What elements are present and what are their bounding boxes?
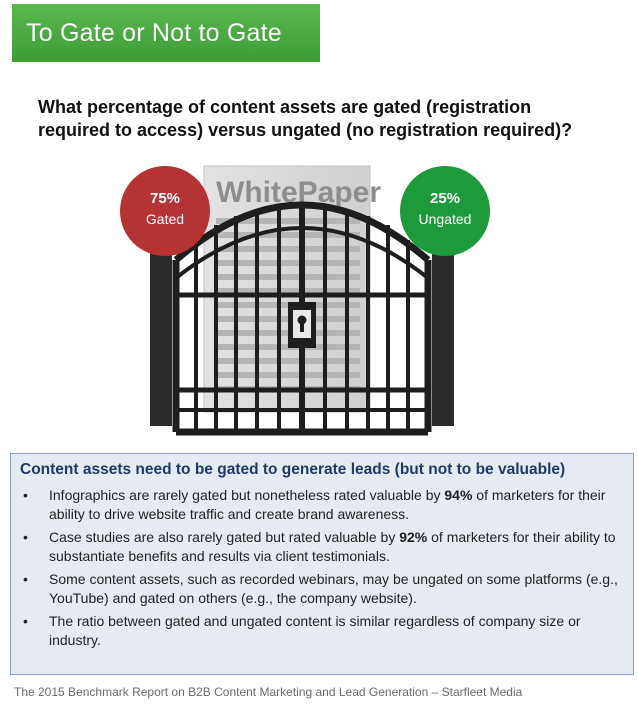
question-heading: What percentage of content assets are ga… [38, 96, 608, 142]
insight-item: • The ratio between gated and ungated co… [11, 612, 633, 650]
insight-text: Infographics are rarely gated but noneth… [49, 487, 445, 503]
ungated-stat-badge: 25% Ungated [400, 166, 490, 256]
gate-illustration: WhitePaper [150, 165, 454, 436]
page-title: To Gate or Not to Gate [26, 19, 282, 47]
gated-label: Gated [145, 211, 185, 227]
bullet-point: • [23, 571, 28, 587]
gate-post-right [432, 246, 454, 426]
insight-highlight: 92% [399, 529, 428, 545]
insight-text: Some content assets, such as recorded we… [49, 571, 618, 606]
insight-text: The ratio between gated and ungated cont… [49, 613, 581, 648]
insights-list: • Infographics are rarely gated but none… [11, 486, 633, 654]
insight-text-end: of marketers for their ability to substa… [49, 529, 616, 564]
insight-text: Case studies are also rarely gated but r… [49, 529, 400, 545]
insight-text-end: of marketers for their ability to drive … [49, 487, 606, 522]
gated-stat-badge: 75% Gated [120, 166, 210, 256]
question-line-1: What percentage of content assets are ga… [38, 97, 532, 117]
insight-item: • Case studies are also rarely gated but… [11, 528, 633, 566]
insights-box: Content assets need to be gated to gener… [10, 453, 634, 675]
gated-percent: 75% [149, 190, 181, 207]
iron-gate [172, 201, 432, 436]
bullet-point: • [23, 487, 28, 503]
padlock-icon [288, 302, 316, 348]
gate-post-left [150, 246, 172, 426]
bullet-point: • [23, 613, 28, 629]
title-banner: To Gate or Not to Gate [12, 4, 320, 62]
bullet-point: • [23, 529, 28, 545]
insights-heading: Content assets need to be gated to gener… [20, 461, 566, 478]
insight-item: • Some content assets, such as recorded … [11, 570, 633, 608]
insight-item: • Infographics are rarely gated but none… [11, 486, 633, 524]
source-footer: The 2015 Benchmark Report on B2B Content… [14, 685, 523, 699]
question-line-2: required to access) versus ungated (no r… [38, 120, 573, 140]
insight-highlight: 94% [444, 487, 473, 503]
ungated-percent: 25% [429, 190, 461, 207]
ungated-label: Ungated [418, 211, 472, 227]
